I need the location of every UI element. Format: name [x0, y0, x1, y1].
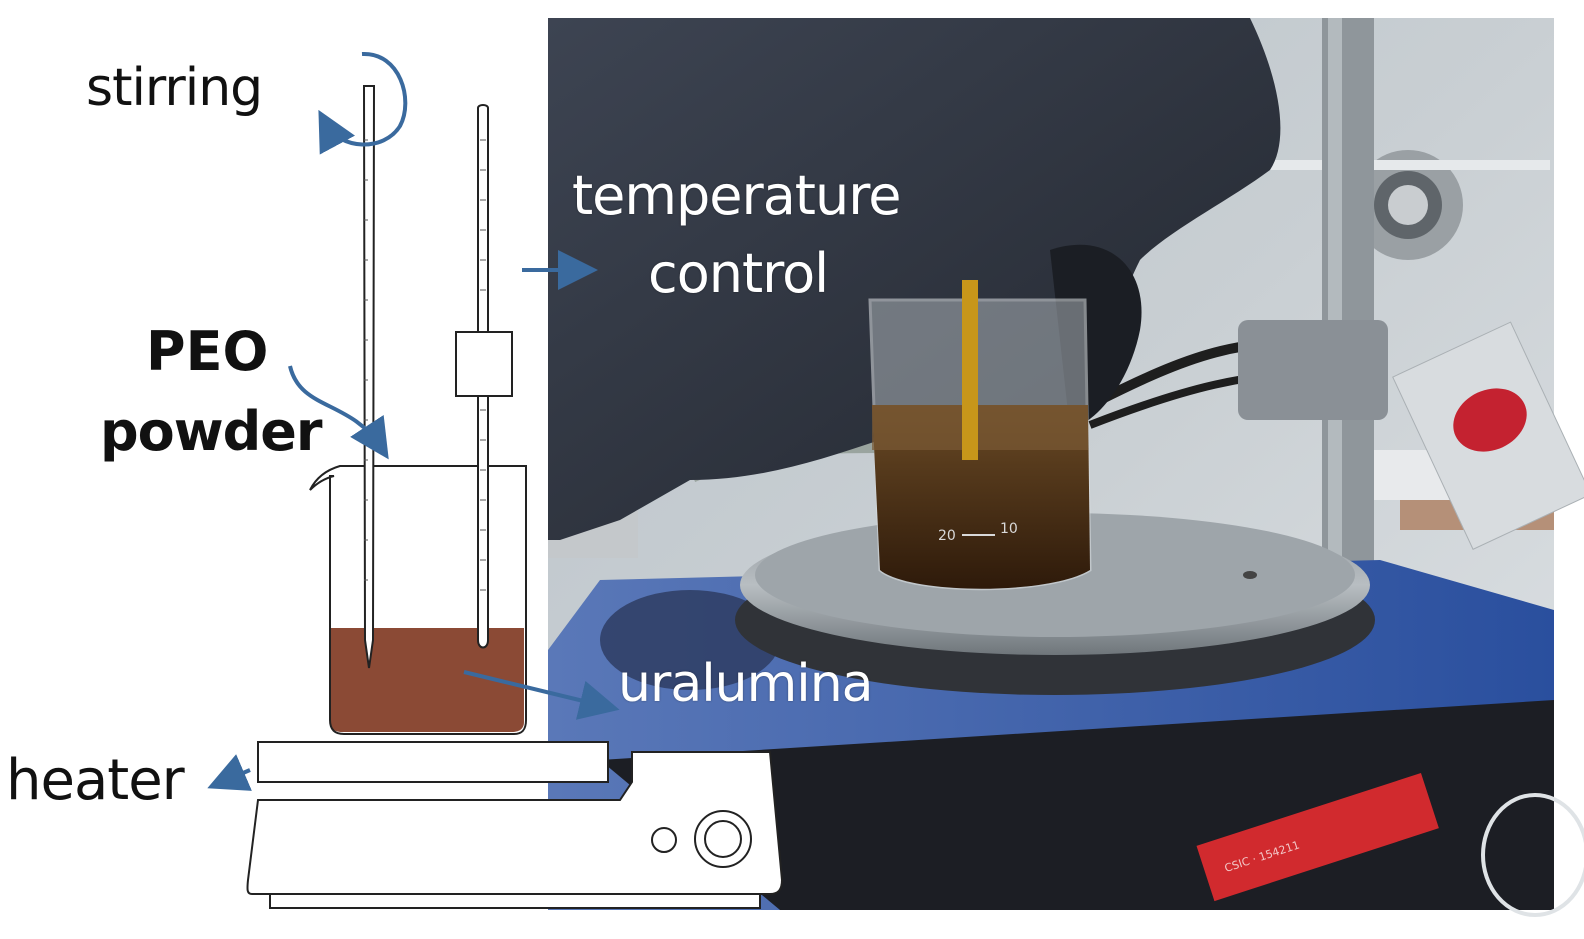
thermometer — [455, 104, 513, 649]
beaker-mark-20: 20 — [938, 528, 956, 544]
curved-arrow-icon — [288, 365, 389, 460]
uralumina-slurry — [330, 628, 524, 732]
heater-small-knob — [651, 827, 677, 853]
arrow-left-icon — [207, 754, 252, 791]
beaker-mark-10: 10 — [1000, 521, 1018, 537]
stirrer-rod — [362, 85, 376, 669]
schematic — [246, 85, 784, 909]
label-powder: powder — [100, 400, 323, 463]
thermometer-clamp — [455, 331, 513, 397]
label-peo: PEO — [146, 320, 269, 383]
label-stirring: stirring — [86, 58, 263, 118]
arrows — [207, 51, 620, 791]
heater-hotplate — [246, 741, 784, 909]
label-heater: heater — [6, 748, 185, 813]
arrow-right-icon — [463, 670, 620, 720]
beaker — [309, 465, 527, 735]
lab-photograph: CSIC · 154211 20 10 — [548, 18, 1584, 917]
label-control: control — [648, 242, 829, 305]
label-uralumina: uralumina — [618, 654, 874, 714]
rotation-arrow-icon — [318, 51, 408, 155]
label-temperature: temperature — [572, 164, 901, 227]
